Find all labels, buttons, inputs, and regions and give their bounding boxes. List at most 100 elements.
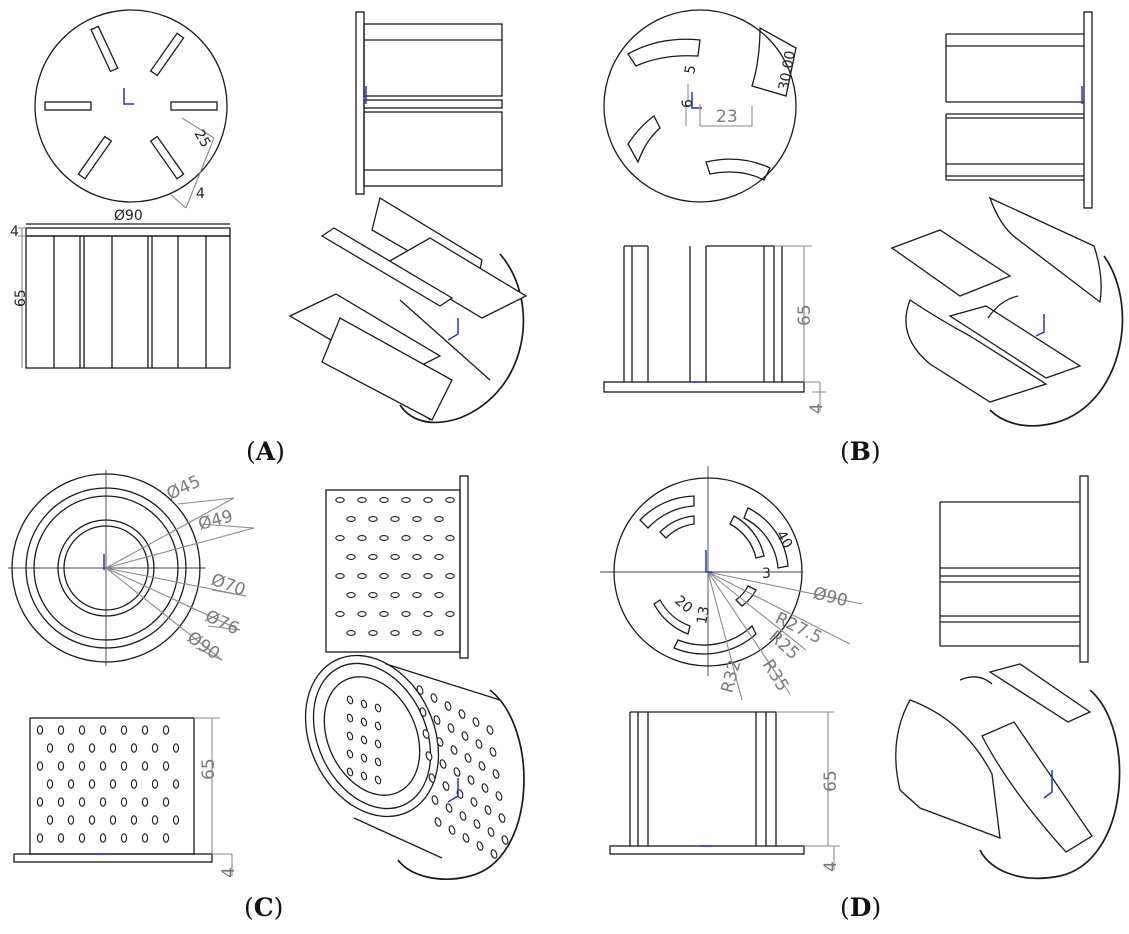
perforation-hole <box>459 811 467 821</box>
perforation-hole <box>357 611 367 617</box>
perforation-hole <box>401 497 411 503</box>
perforation-hole <box>434 630 444 636</box>
dim-d-40: 40 <box>773 528 796 551</box>
perforation-hole <box>360 699 368 709</box>
perforation-hole <box>120 761 128 771</box>
perforation-hole <box>162 797 170 807</box>
perforation-hole <box>360 717 368 727</box>
dim-a-4: 4 <box>196 186 205 202</box>
perforation-hole <box>99 797 107 807</box>
perforation-hole <box>346 749 354 759</box>
perforation-hole <box>99 761 107 771</box>
perforation-hole <box>374 739 382 749</box>
dim-c-d49: Ø49 <box>196 506 235 534</box>
perforation-hole <box>374 703 382 713</box>
perforation-hole <box>46 815 54 825</box>
perforation-hole <box>412 592 422 598</box>
perforation-hole <box>368 554 378 560</box>
perforation-hole <box>141 797 149 807</box>
perforation-hole <box>99 725 107 735</box>
dim-d-d90: Ø90 <box>811 583 850 611</box>
perforation-hole <box>346 630 356 636</box>
dim-a-d90: Ø90 <box>114 208 143 224</box>
perforation-hole <box>433 715 441 725</box>
perforation-hole <box>448 825 456 835</box>
perforation-hole <box>360 753 368 763</box>
perforation-hole <box>346 731 354 741</box>
dim-a-25: 25 <box>191 127 214 150</box>
perforation-hole <box>428 773 436 783</box>
panel-d: Ø90 R27.5 R25 R35 R32 40 20 3 13 65 4 <box>600 466 1121 922</box>
perforation-hole <box>360 771 368 781</box>
panel-b-label-letter: B <box>850 437 871 466</box>
panel-d-label-open: ( <box>840 893 850 922</box>
perforation-hole <box>46 779 54 789</box>
perforation-hole <box>36 725 44 735</box>
dim-d-3: 3 <box>762 566 771 582</box>
perforation-hole <box>481 783 489 793</box>
perforation-hole <box>401 611 411 617</box>
perforation-hole <box>445 611 455 617</box>
perforation-hole <box>453 767 461 777</box>
perforation-hole <box>67 779 75 789</box>
dim-c-65: 65 <box>199 758 219 780</box>
panel-d-iso-view <box>895 663 1121 880</box>
perforation-hole <box>374 775 382 785</box>
panel-b-iso-view <box>890 196 1124 427</box>
perforation-hole <box>335 611 345 617</box>
perforation-hole <box>335 573 345 579</box>
perforation-hole <box>401 573 411 579</box>
perforation-hole <box>434 516 444 522</box>
dim-b-6: 6 <box>680 99 696 108</box>
perforation-hole <box>368 516 378 522</box>
perforation-hole <box>78 833 86 843</box>
perforation-hole <box>445 573 455 579</box>
perforation-hole <box>390 516 400 522</box>
perforation-hole <box>458 709 466 719</box>
perforation-hole <box>425 751 433 761</box>
perforation-hole <box>445 803 453 813</box>
dim-b-5: 5 <box>682 64 699 76</box>
panel-b-side-view <box>945 11 1093 209</box>
perforation-hole <box>374 721 382 731</box>
perforation-hole <box>151 815 159 825</box>
panel-b-front-view: 65 4 <box>603 245 827 414</box>
perforation-hole <box>423 497 433 503</box>
panel-c-side-view <box>325 475 469 659</box>
perforation-hole <box>486 725 494 735</box>
perforation-hole <box>335 497 345 503</box>
perforation-hole <box>46 743 54 753</box>
perforation-hole <box>368 630 378 636</box>
perforation-hole <box>401 535 411 541</box>
perforation-hole <box>172 779 180 789</box>
panel-b: 23 6 5 30.00 65 4 <box>603 9 1124 466</box>
perforation-hole <box>357 573 367 579</box>
panel-a-side-view <box>355 11 503 195</box>
perforation-hole <box>501 835 509 845</box>
panel-d-top-view: Ø90 R27.5 R25 R35 R32 40 20 3 13 <box>600 466 863 701</box>
dim-d-r32: R32 <box>718 658 746 695</box>
panel-a-top-view: 25 4 <box>34 9 228 209</box>
perforation-hole <box>120 833 128 843</box>
perforation-hole <box>57 833 65 843</box>
perforation-hole <box>445 497 455 503</box>
perforation-hole <box>419 707 427 717</box>
perforation-hole <box>498 813 506 823</box>
dim-d-4: 4 <box>821 861 841 872</box>
panel-d-label-letter: D <box>850 893 872 922</box>
perforation-hole <box>475 739 483 749</box>
perforation-hole <box>390 592 400 598</box>
perforation-hole <box>445 535 455 541</box>
perforation-hole <box>473 819 481 829</box>
perforation-hole <box>487 827 495 837</box>
perforation-hole <box>162 725 170 735</box>
perforation-hole <box>461 731 469 741</box>
dim-a-4-top: 4 <box>10 224 19 240</box>
panel-b-top-view: 23 6 5 30.00 <box>603 9 799 203</box>
perforation-hole <box>374 757 382 767</box>
perforation-hole <box>67 815 75 825</box>
perforation-hole <box>470 797 478 807</box>
perforation-hole <box>434 554 444 560</box>
perforation-hole <box>462 833 470 843</box>
